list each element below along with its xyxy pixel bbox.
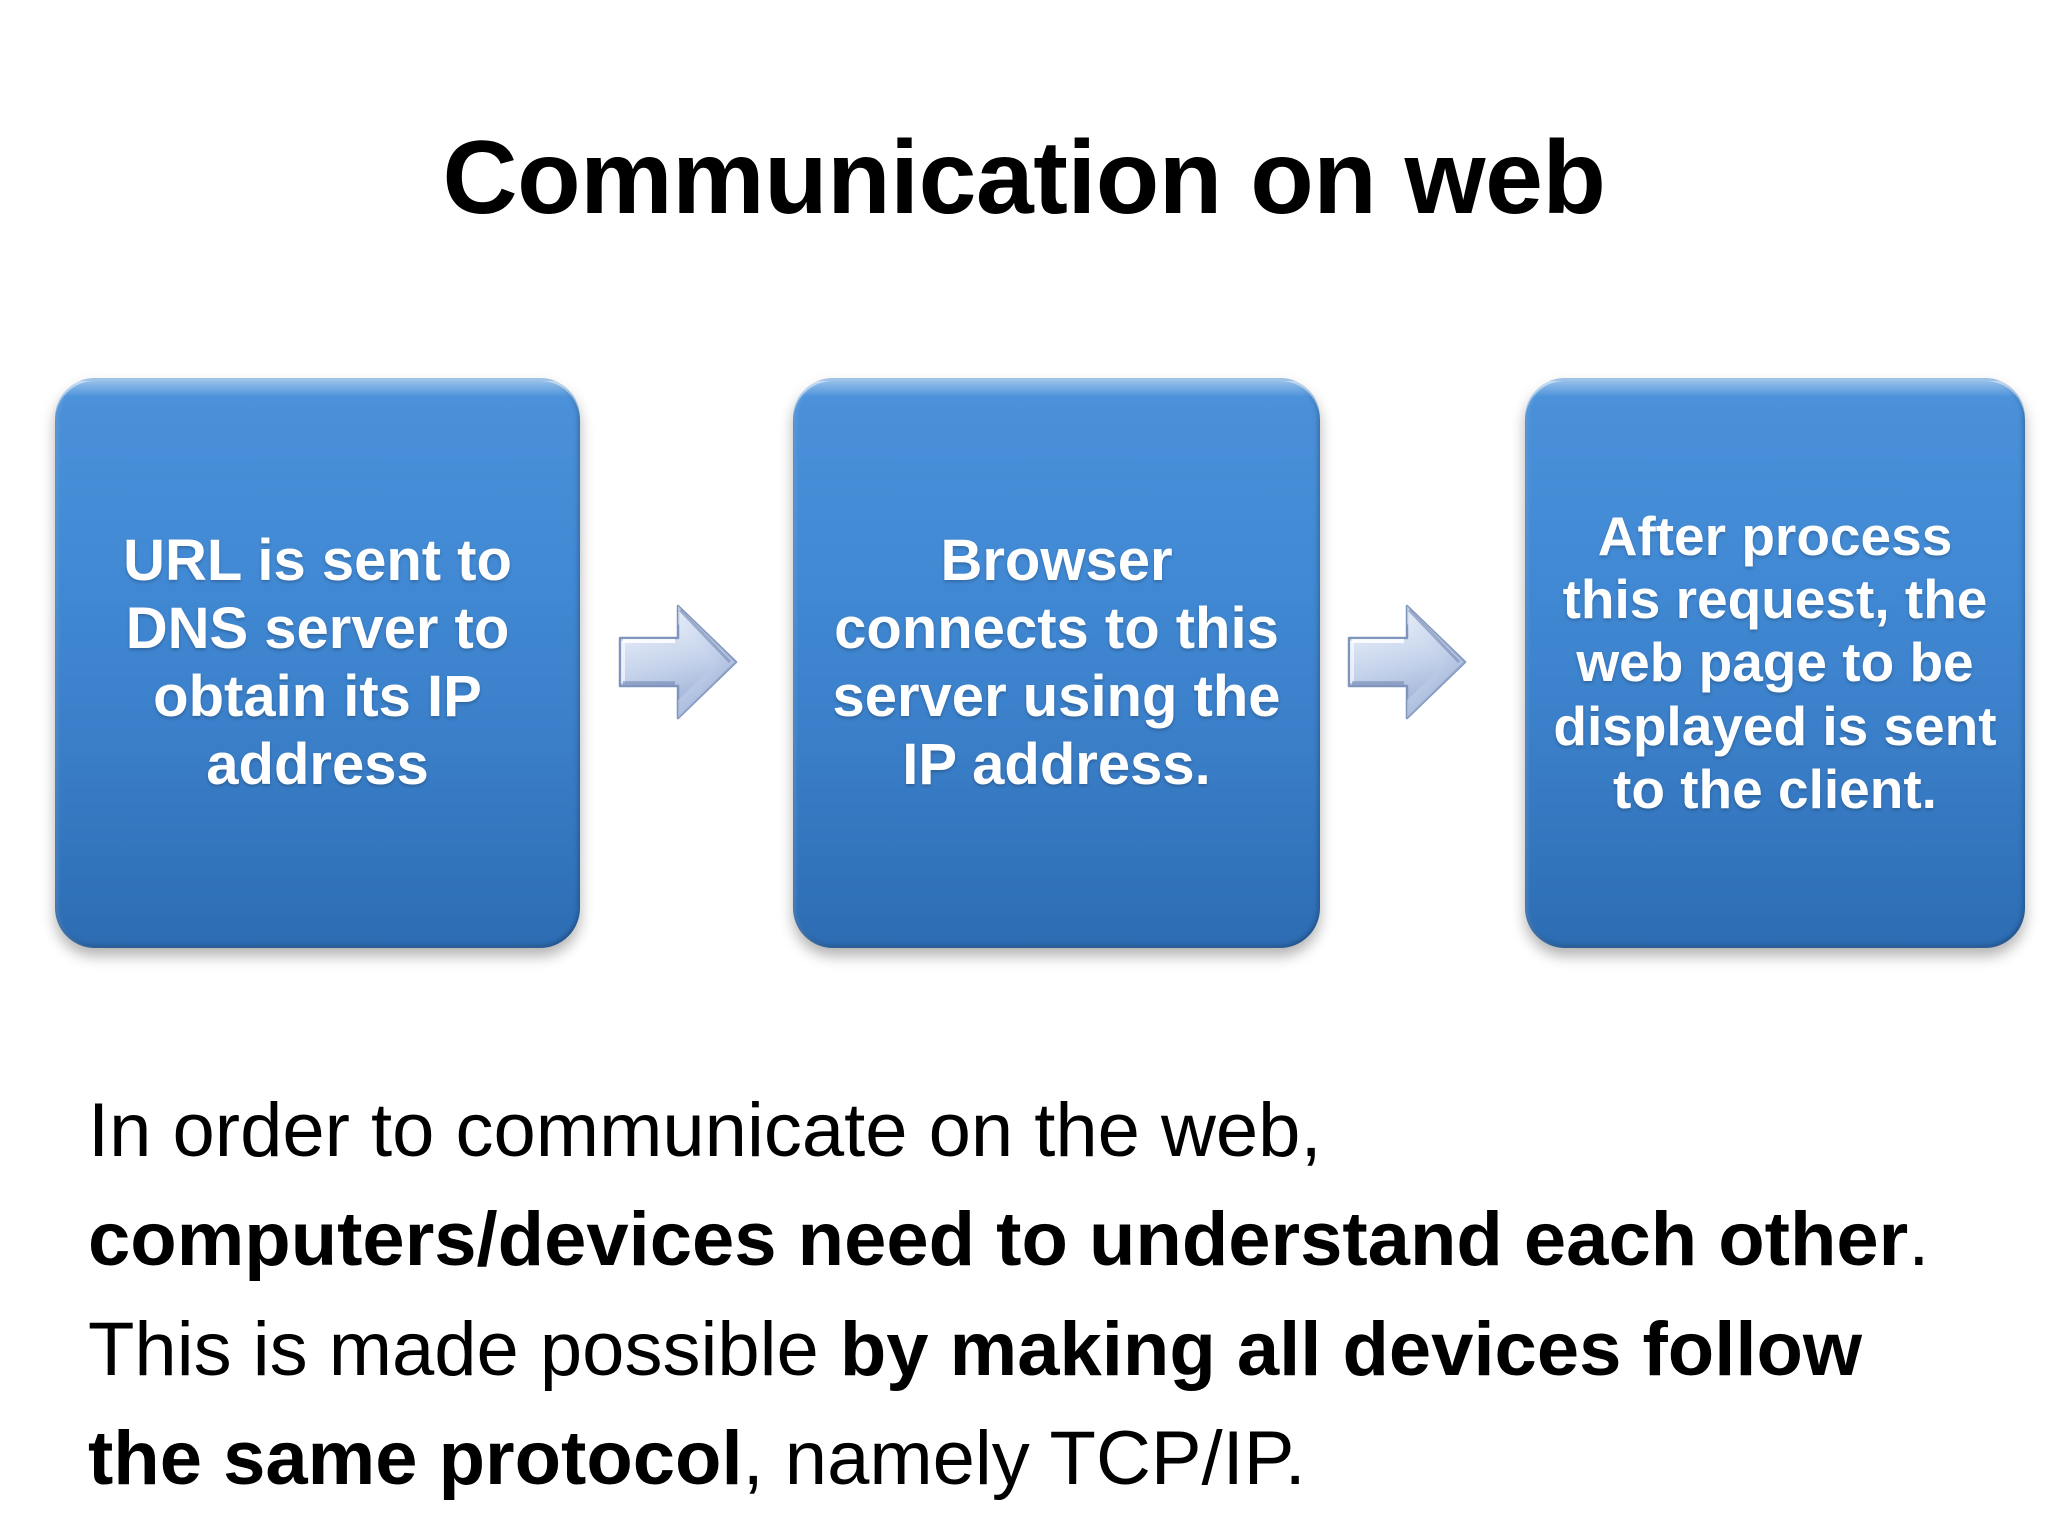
page-title: Communication on web xyxy=(442,120,1606,236)
flow-step-box-2[interactable]: Browser connects to this server using th… xyxy=(793,378,1320,948)
body-paragraph: In order to communicate on the web, comp… xyxy=(88,1076,1988,1514)
right-arrow-icon xyxy=(616,600,740,724)
flow-step-label-2: Browser connects to this server using th… xyxy=(832,528,1281,797)
body-segment-1: In order to communicate on the web, xyxy=(88,1088,1322,1173)
body-segment-3: . This is made possible xyxy=(88,1197,1930,1392)
flow-step-box-1[interactable]: URL is sent to DNS server to obtain its … xyxy=(55,378,580,948)
body-segment-5: , namely TCP/IP. xyxy=(742,1416,1306,1502)
process-flow-diagram: URL is sent to DNS server to obtain its … xyxy=(0,378,2048,958)
flow-step-label-1: URL is sent to DNS server to obtain its … xyxy=(123,528,512,797)
flow-step-box-3[interactable]: After process this request, the web page… xyxy=(1525,378,2025,948)
right-arrow-icon xyxy=(1345,600,1469,724)
body-segment-4: by making all devices follow the same pr… xyxy=(88,1306,1862,1502)
body-segment-2: computers/devices need to understand eac… xyxy=(88,1197,1909,1283)
flow-step-label-3: After process this request, the web page… xyxy=(1553,504,1997,820)
